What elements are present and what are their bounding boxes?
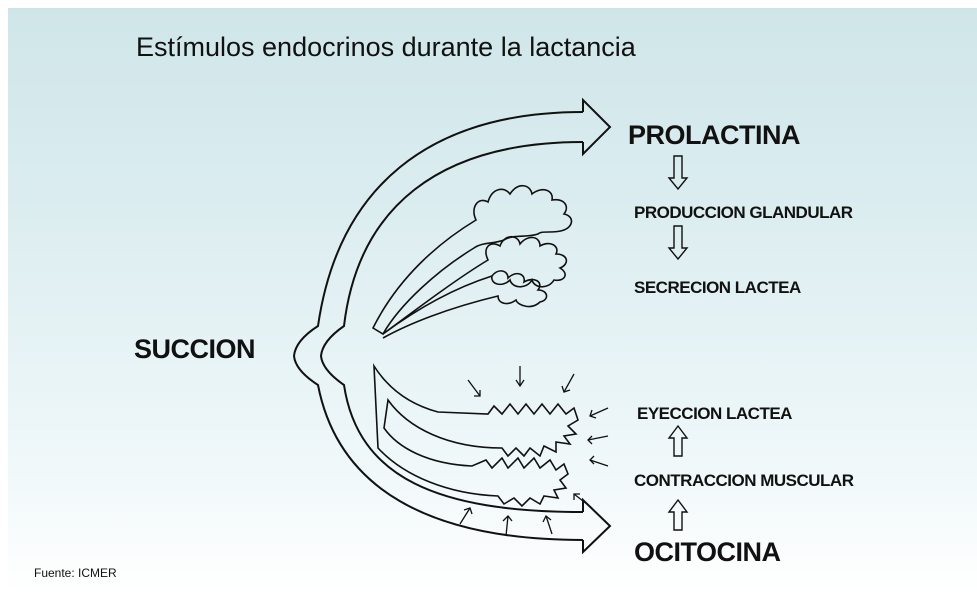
pressure-arrows bbox=[459, 366, 609, 537]
label-prolactina: PROLACTINA bbox=[628, 120, 801, 150]
label-produccion-glandular: PRODUCCION GLANDULAR bbox=[634, 203, 853, 222]
breast-outline-arrows bbox=[292, 97, 612, 555]
lower-gland-shape bbox=[373, 363, 579, 508]
label-secrecion-lactea: SECRECION LACTEA bbox=[634, 278, 801, 297]
slide-title: Estímulos endocrinos durante la lactanci… bbox=[136, 32, 636, 62]
lactation-diagram bbox=[292, 97, 689, 555]
label-contraccion-muscular: CONTRACCION MUSCULAR bbox=[634, 471, 854, 490]
label-ocitocina: OCITOCINA bbox=[634, 537, 781, 567]
flow-arrows-down bbox=[667, 155, 689, 261]
diagram-slide: Estímulos endocrinos durante la lactanci… bbox=[8, 8, 977, 594]
label-succion: SUCCION bbox=[134, 334, 256, 364]
flow-arrows-up bbox=[667, 424, 689, 531]
source-caption: Fuente: ICMER bbox=[34, 566, 117, 580]
label-eyeccion-lactea: EYECCION LACTEA bbox=[637, 404, 792, 423]
upper-gland-shape bbox=[371, 184, 573, 339]
